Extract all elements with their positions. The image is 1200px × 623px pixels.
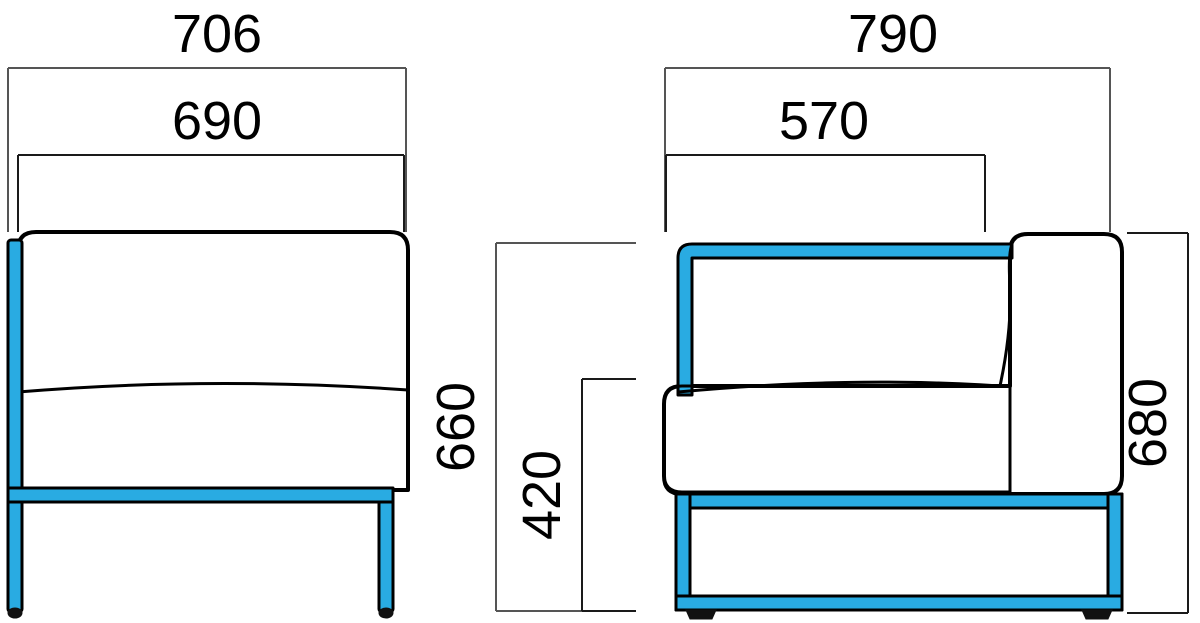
side-view-left-foot (685, 609, 717, 620)
front-view-furniture (6, 230, 410, 619)
side-view-base-right-post (1106, 492, 1124, 612)
front-view-seat-cushion-line (16, 381, 410, 394)
dim-420-label: 420 (512, 450, 572, 540)
side-view-backrest-frame (676, 242, 1014, 397)
side-view-dimension-790: 790 (664, 4, 1111, 232)
front-view-right-foot (378, 607, 394, 619)
side-view-dimension-570: 570 (665, 91, 986, 232)
front-view-dimension-706: 706 (7, 4, 407, 232)
front-view-dimension-690: 690 (17, 91, 405, 232)
dim-570-label: 570 (779, 91, 869, 151)
side-view-backrest-contour (676, 242, 1014, 394)
side-view-base-top-rail (674, 492, 1124, 510)
front-view-body (16, 230, 410, 492)
front-view-left-leg (6, 238, 24, 614)
side-view-base-bottom-rail (674, 594, 1124, 612)
center-dimension-660: 660 (426, 242, 636, 612)
dim-660-label: 660 (426, 382, 486, 472)
dim-680-label: 680 (1118, 378, 1178, 468)
dim-790-label: 790 (848, 4, 938, 64)
side-view-dimension-680: 680 (1118, 232, 1189, 614)
side-view-right-foot (1081, 609, 1113, 620)
center-dimension-420: 420 (512, 378, 636, 612)
side-view-base-left-post (674, 492, 692, 612)
side-view-furniture (662, 232, 1124, 620)
front-view-horizontal-rail (6, 486, 395, 504)
side-view-body (662, 232, 1124, 496)
front-view-left-foot (7, 607, 23, 619)
side-view-seat-cushion (662, 384, 1012, 494)
front-view-right-leg (377, 486, 395, 614)
dim-690-label: 690 (172, 91, 262, 151)
dim-706-label: 706 (172, 4, 262, 64)
